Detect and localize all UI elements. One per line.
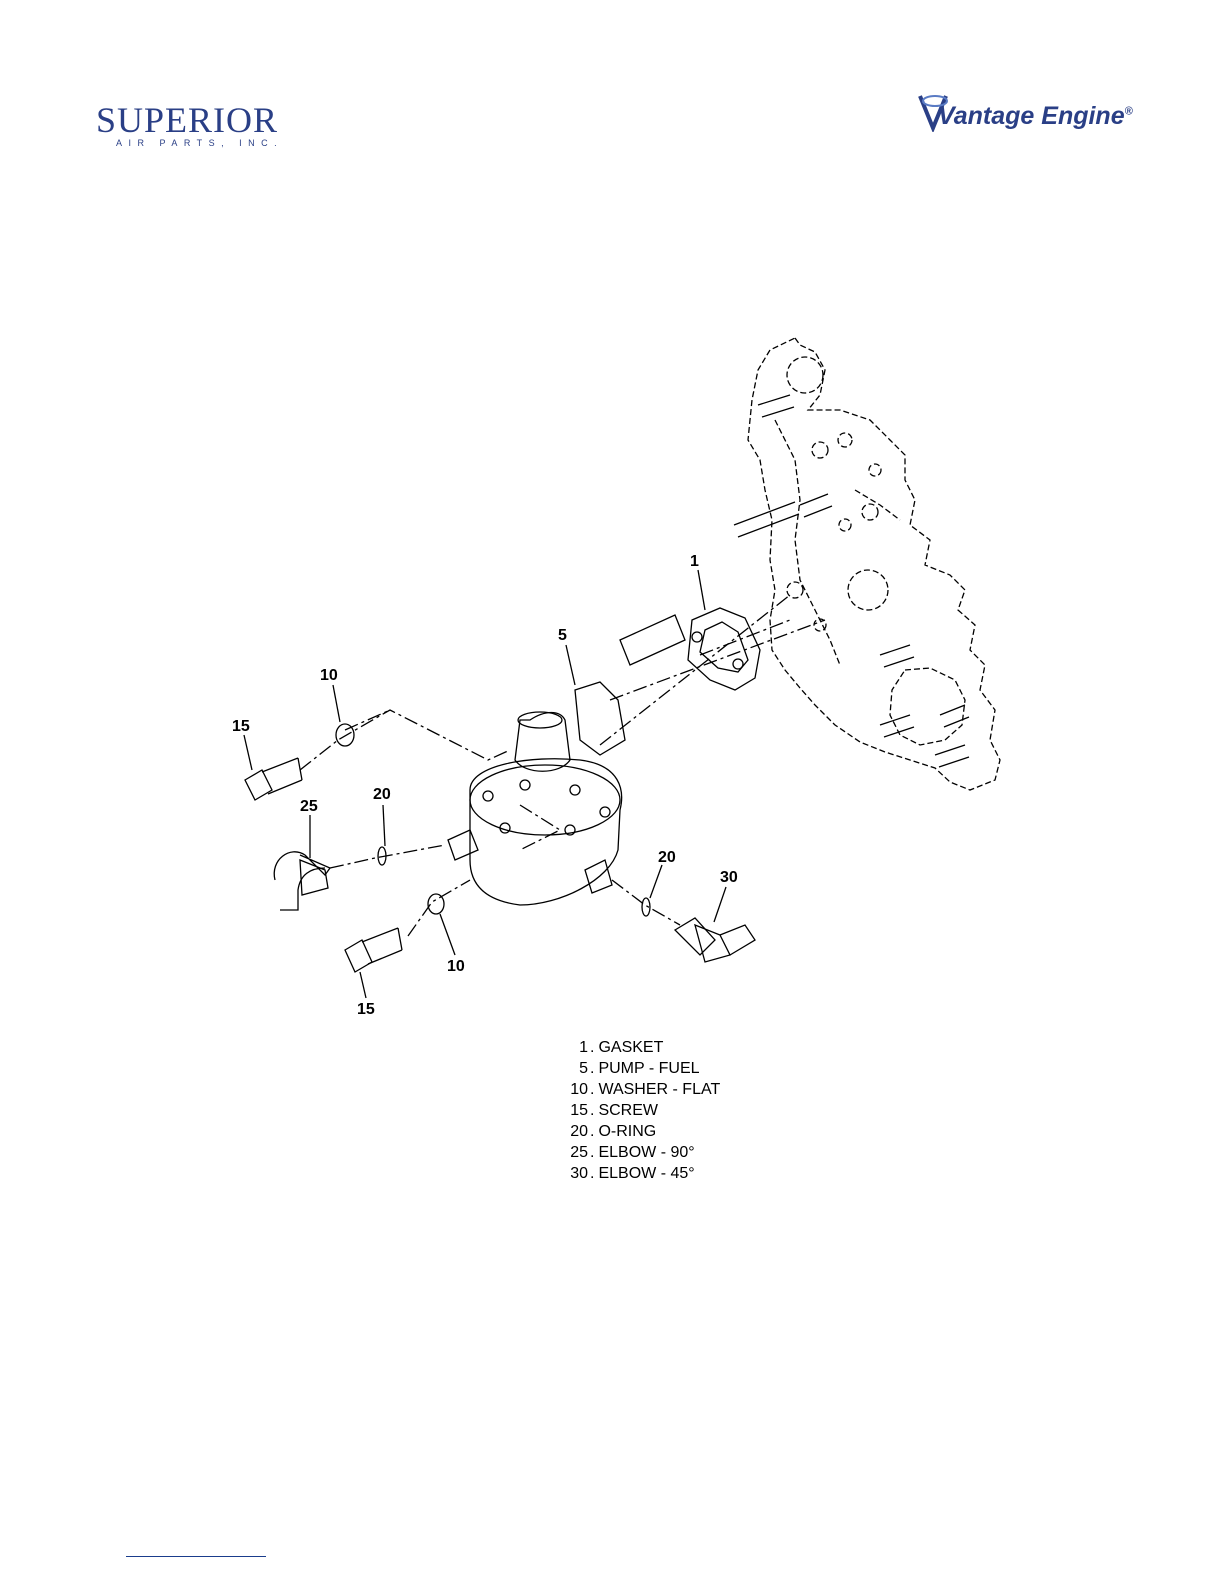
- fuel-pump-part: [448, 615, 685, 905]
- legend-item: 15. SCREW: [556, 1100, 776, 1121]
- leader-lines: [244, 570, 726, 998]
- footer-rule: [126, 1556, 266, 1557]
- gasket-part: [688, 608, 760, 690]
- elbow-45-part: [675, 918, 755, 962]
- legend-label: ELBOW - 45°: [598, 1163, 694, 1184]
- callout-30: 30: [720, 869, 738, 886]
- callout-20-lower: 20: [658, 849, 676, 866]
- engine-case: [748, 338, 1000, 790]
- legend-item: 5. PUMP - FUEL: [556, 1058, 776, 1079]
- engine-studs: [734, 395, 969, 767]
- legend-item: 10. WASHER - FLAT: [556, 1079, 776, 1100]
- screw-upper-part: [245, 758, 302, 800]
- legend-number: 5: [556, 1058, 590, 1079]
- legend-item: 20. O-RING: [556, 1121, 776, 1142]
- legend-label: GASKET: [598, 1037, 663, 1058]
- legend-number: 25: [556, 1142, 590, 1163]
- legend-label: O-RING: [598, 1121, 656, 1142]
- legend-label: WASHER - FLAT: [598, 1079, 720, 1100]
- parts-legend: 1. GASKET 5. PUMP - FUEL 10. WASHER - FL…: [556, 1037, 776, 1184]
- legend-item: 25. ELBOW - 90°: [556, 1142, 776, 1163]
- callout-10-upper: 10: [320, 667, 338, 684]
- callout-15-upper: 15: [232, 718, 250, 735]
- legend-item: 1. GASKET: [556, 1037, 776, 1058]
- callout-25: 25: [300, 798, 318, 815]
- screw-lower-part: [345, 928, 402, 972]
- callout-15-lower: 15: [357, 1001, 375, 1018]
- legend-number: 15: [556, 1100, 590, 1121]
- legend-number: 1: [556, 1037, 590, 1058]
- callout-5: 5: [558, 627, 567, 644]
- legend-label: PUMP - FUEL: [598, 1058, 699, 1079]
- legend-number: 10: [556, 1079, 590, 1100]
- elbow-90-part: [274, 852, 330, 910]
- legend-item: 30. ELBOW - 45°: [556, 1163, 776, 1184]
- callout-10-lower: 10: [447, 958, 465, 975]
- callout-1: 1: [690, 553, 699, 570]
- callout-20-upper: 20: [373, 786, 391, 803]
- legend-number: 30: [556, 1163, 590, 1184]
- legend-label: SCREW: [598, 1100, 658, 1121]
- legend-number: 20: [556, 1121, 590, 1142]
- legend-label: ELBOW - 90°: [598, 1142, 694, 1163]
